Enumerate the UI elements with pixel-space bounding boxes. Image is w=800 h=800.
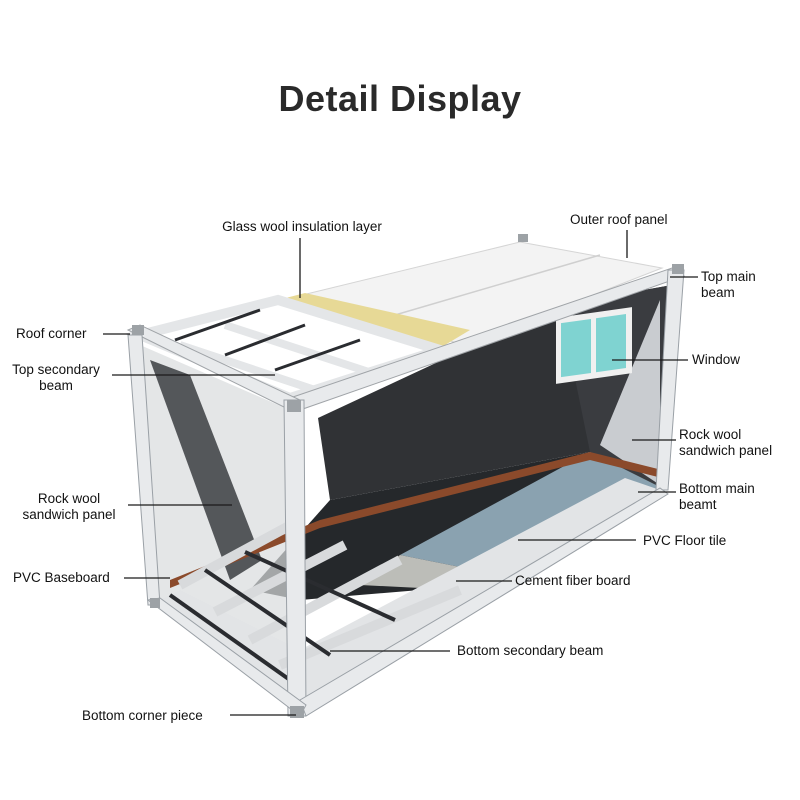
label-bottom-main-line1: Bottom main bbox=[679, 481, 755, 496]
bottom-secondary-beams bbox=[177, 515, 462, 670]
bottom-corner-fitting bbox=[290, 706, 304, 718]
label-top-secondary-beam: Top secondary beam bbox=[0, 362, 112, 394]
label-rock-wool-left-line2: sandwich panel bbox=[22, 507, 116, 522]
label-window: Window bbox=[692, 352, 741, 367]
label-rock-wool-left-line1: Rock wool bbox=[37, 491, 101, 506]
roof-corner-fitting bbox=[132, 325, 144, 335]
label-top-main-beam-line2: beam bbox=[701, 285, 735, 300]
label-roof-corner: Roof corner bbox=[16, 326, 87, 341]
label-rock-wool-right-line1: Rock wool bbox=[679, 427, 742, 442]
bottom-corner-fitting-left bbox=[150, 598, 160, 608]
roof-corner-fitting-back bbox=[518, 234, 528, 242]
label-bottom-main-line2: beamt bbox=[679, 497, 717, 512]
pvc-floor-tile bbox=[400, 452, 662, 575]
label-cement-fiber-board: Cement fiber board bbox=[515, 573, 631, 588]
label-pvc-baseboard: PVC Baseboard bbox=[13, 570, 110, 585]
leader-lines bbox=[103, 230, 698, 716]
label-top-secondary-line2: beam bbox=[39, 378, 73, 393]
window-glass-left bbox=[561, 318, 591, 378]
left-interior-shadow bbox=[150, 360, 262, 580]
roof-corner-fitting-right bbox=[672, 264, 684, 274]
window-glass-right bbox=[596, 314, 626, 373]
label-top-main-beam: Top main beam bbox=[701, 269, 756, 301]
label-bottom-main-beam: Bottom main beamt bbox=[679, 481, 755, 513]
bottom-frame-floor bbox=[160, 478, 660, 700]
label-pvc-floor-tile: PVC Floor tile bbox=[643, 533, 727, 548]
front-corner-post bbox=[283, 399, 307, 717]
glass-wool-layer bbox=[278, 293, 470, 348]
label-top-secondary-line1: Top secondary bbox=[12, 362, 100, 377]
label-rock-wool-right-line2: sandwich panel bbox=[679, 443, 773, 458]
label-glass-wool: Glass wool insulation layer bbox=[222, 219, 382, 234]
roof-corner-fitting-front bbox=[287, 400, 301, 412]
label-top-main-beam-line1: Top main bbox=[701, 269, 756, 284]
label-rock-wool-right: Rock wool sandwich panel bbox=[679, 427, 772, 459]
label-rock-wool-left: Rock wool sandwich panel bbox=[10, 491, 128, 523]
pvc-baseboard bbox=[170, 452, 662, 588]
page-title: Detail Display bbox=[278, 78, 522, 119]
rock-wool-panel-right bbox=[600, 300, 660, 485]
label-bottom-corner-piece: Bottom corner piece bbox=[82, 708, 203, 723]
label-outer-roof-panel: Outer roof panel bbox=[570, 212, 668, 227]
label-bottom-secondary-beam: Bottom secondary beam bbox=[457, 643, 604, 658]
